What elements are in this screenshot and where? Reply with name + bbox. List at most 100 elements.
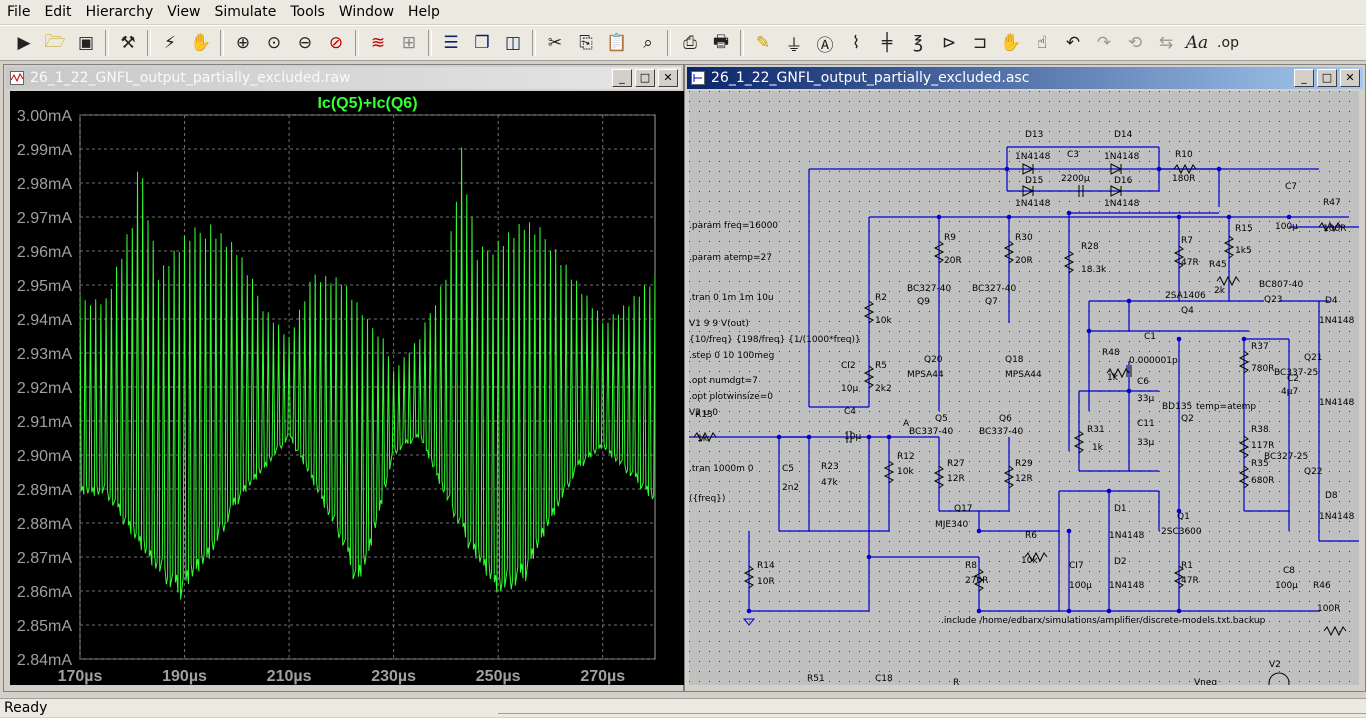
schematic-window: 26_1_22_GNFL_output_partially_excluded.a… — [684, 64, 1366, 692]
run-icon[interactable]: ▶ — [17, 33, 31, 53]
tile-vertical-icon[interactable]: ◫ — [504, 33, 522, 53]
menu-simulate[interactable]: Simulate — [214, 4, 277, 20]
paste-icon[interactable]: 📋 — [606, 33, 628, 53]
open-folder-icon[interactable]: 🗁 — [44, 31, 66, 52]
minimize-button[interactable]: _ — [1294, 69, 1314, 87]
cascade-icon[interactable]: ❐ — [474, 33, 490, 53]
save-icon[interactable]: ▣ — [77, 33, 95, 53]
zoom-cancel-icon[interactable]: ⊘ — [328, 33, 344, 53]
component-label: BC337-40 — [909, 427, 953, 437]
wire-junction — [1066, 528, 1072, 534]
component-label: 12R — [1015, 474, 1033, 484]
text-icon[interactable]: Aa — [1185, 33, 1209, 53]
component-label: Q20 — [924, 355, 943, 365]
print-icon[interactable]: 🖶 — [712, 31, 730, 52]
schematic-drawing[interactable]: D131N4148D141N4148C32200µR10180RD151N414… — [689, 91, 1359, 685]
component-label: R9 — [944, 233, 956, 243]
component-label: R35 — [1251, 459, 1269, 469]
component-label: C8 — [1283, 566, 1295, 576]
plot-settings-icon[interactable]: ⊞ — [401, 33, 417, 53]
tile-horizontal-icon[interactable]: ☰ — [443, 33, 459, 53]
component-icon[interactable]: ⊐ — [972, 33, 988, 53]
zoom-out-icon[interactable]: ⊖ — [297, 33, 313, 53]
schematic-titlebar[interactable]: 26_1_22_GNFL_output_partially_excluded.a… — [687, 67, 1363, 89]
waveform-window-icon — [10, 71, 24, 85]
close-button[interactable]: ✕ — [658, 69, 678, 87]
redo-icon[interactable]: ↷ — [1096, 33, 1112, 53]
component-label: 1N4148 — [1104, 199, 1140, 209]
menu-window[interactable]: Window — [338, 4, 395, 20]
component-label: R2 — [875, 293, 887, 303]
menu-hierarchy[interactable]: Hierarchy — [85, 4, 154, 20]
resistor-symbol — [1003, 240, 1015, 264]
schematic-title: 26_1_22_GNFL_output_partially_excluded.a… — [711, 70, 1030, 86]
mirror-icon[interactable]: ⇆ — [1158, 33, 1174, 53]
component-label: .tran 0 1m 1m 10u — [689, 293, 774, 303]
resistor-symbol — [1073, 430, 1085, 454]
component-label: Q22 — [1304, 467, 1323, 477]
y-tick-label: 3.00mA — [17, 108, 72, 125]
zoom-in-icon[interactable]: ⊕ — [235, 33, 251, 53]
copy-icon[interactable]: ⎘ — [579, 33, 593, 53]
move-hand-icon[interactable]: ✋ — [1000, 33, 1022, 53]
component-label: 1k — [1092, 443, 1104, 453]
diode-icon[interactable]: ⊳ — [941, 33, 957, 53]
maximize-button[interactable]: □ — [1317, 69, 1337, 87]
resistor-symbol — [1173, 565, 1185, 589]
close-button[interactable]: ✕ — [1340, 69, 1360, 87]
inductor-icon[interactable]: ℥ — [913, 33, 923, 53]
undo-icon[interactable]: ↶ — [1065, 33, 1081, 53]
ground-icon[interactable]: ⏚ — [785, 35, 803, 56]
maximize-button[interactable]: □ — [635, 69, 655, 87]
wire-junction — [776, 434, 782, 440]
resistor-icon[interactable]: ⌇ — [851, 33, 861, 53]
component-label: 1k5 — [1235, 246, 1252, 256]
toolbar-separator — [740, 30, 744, 56]
component-label: 10µ — [844, 432, 861, 442]
component-label: {10/freq} {198/freq} {1/(1000*freq)} — [689, 335, 861, 345]
autorange-icon[interactable]: ≋ — [370, 33, 386, 53]
find-icon[interactable]: ⌕ — [643, 33, 653, 53]
waveform-titlebar[interactable]: 26_1_22_GNFL_output_partially_excluded.r… — [6, 67, 681, 89]
wire-junction — [976, 528, 982, 534]
capacitor-icon[interactable]: ╪ — [881, 33, 893, 53]
component-label: D16 — [1114, 176, 1133, 186]
wire-junction — [1176, 608, 1182, 614]
drag-hand-icon[interactable]: ☝ — [1036, 33, 1048, 53]
component-label: CI2 — [841, 361, 856, 371]
pan-hand-icon[interactable]: ✋ — [190, 33, 212, 53]
rotate-icon[interactable]: ⟲ — [1127, 33, 1143, 53]
component-label: 1N4148 — [1319, 512, 1355, 522]
menu-file[interactable]: File — [7, 4, 31, 20]
label-net-icon[interactable]: Ⓐ — [816, 35, 834, 56]
menu-edit[interactable]: Edit — [44, 4, 72, 20]
menu-help[interactable]: Help — [408, 4, 440, 20]
wire-junction — [1006, 214, 1012, 220]
menu-tools[interactable]: Tools — [290, 4, 325, 20]
zoom-full-icon[interactable]: ⊙ — [266, 33, 282, 53]
component-label: 20R — [1015, 256, 1033, 266]
draw-wire-icon[interactable]: ✎ — [755, 33, 771, 53]
toolbar-separator — [667, 30, 671, 56]
spice-directive-icon[interactable]: .op — [1217, 35, 1239, 51]
cut-icon[interactable]: ✂ — [547, 33, 563, 53]
component-label: R5 — [875, 361, 887, 371]
y-tick-label: 2.85mA — [17, 618, 72, 635]
menu-view[interactable]: View — [167, 4, 201, 20]
print-setup-icon[interactable]: ⎙ — [683, 33, 697, 53]
component-label: BC327-40 — [972, 284, 1016, 294]
minimize-button[interactable]: _ — [612, 69, 632, 87]
component-label: R28 — [1081, 242, 1099, 252]
toolbar-separator — [532, 30, 536, 56]
wire-junction — [976, 608, 982, 614]
control-panel-icon[interactable]: ⚒ — [120, 33, 136, 53]
waveform-chart[interactable]: 3.00mA2.99mA2.98mA2.97mA2.96mA2.95mA2.94… — [10, 91, 684, 685]
component-label: .param freq=16000 — [689, 221, 778, 231]
halt-icon[interactable]: ⚡ — [164, 33, 176, 53]
component-label: CI7 — [1069, 561, 1084, 571]
component-label: 2SA1406 — [1165, 291, 1206, 301]
component-label: Q5 — [935, 414, 948, 424]
waveform-title: 26_1_22_GNFL_output_partially_excluded.r… — [30, 70, 351, 86]
